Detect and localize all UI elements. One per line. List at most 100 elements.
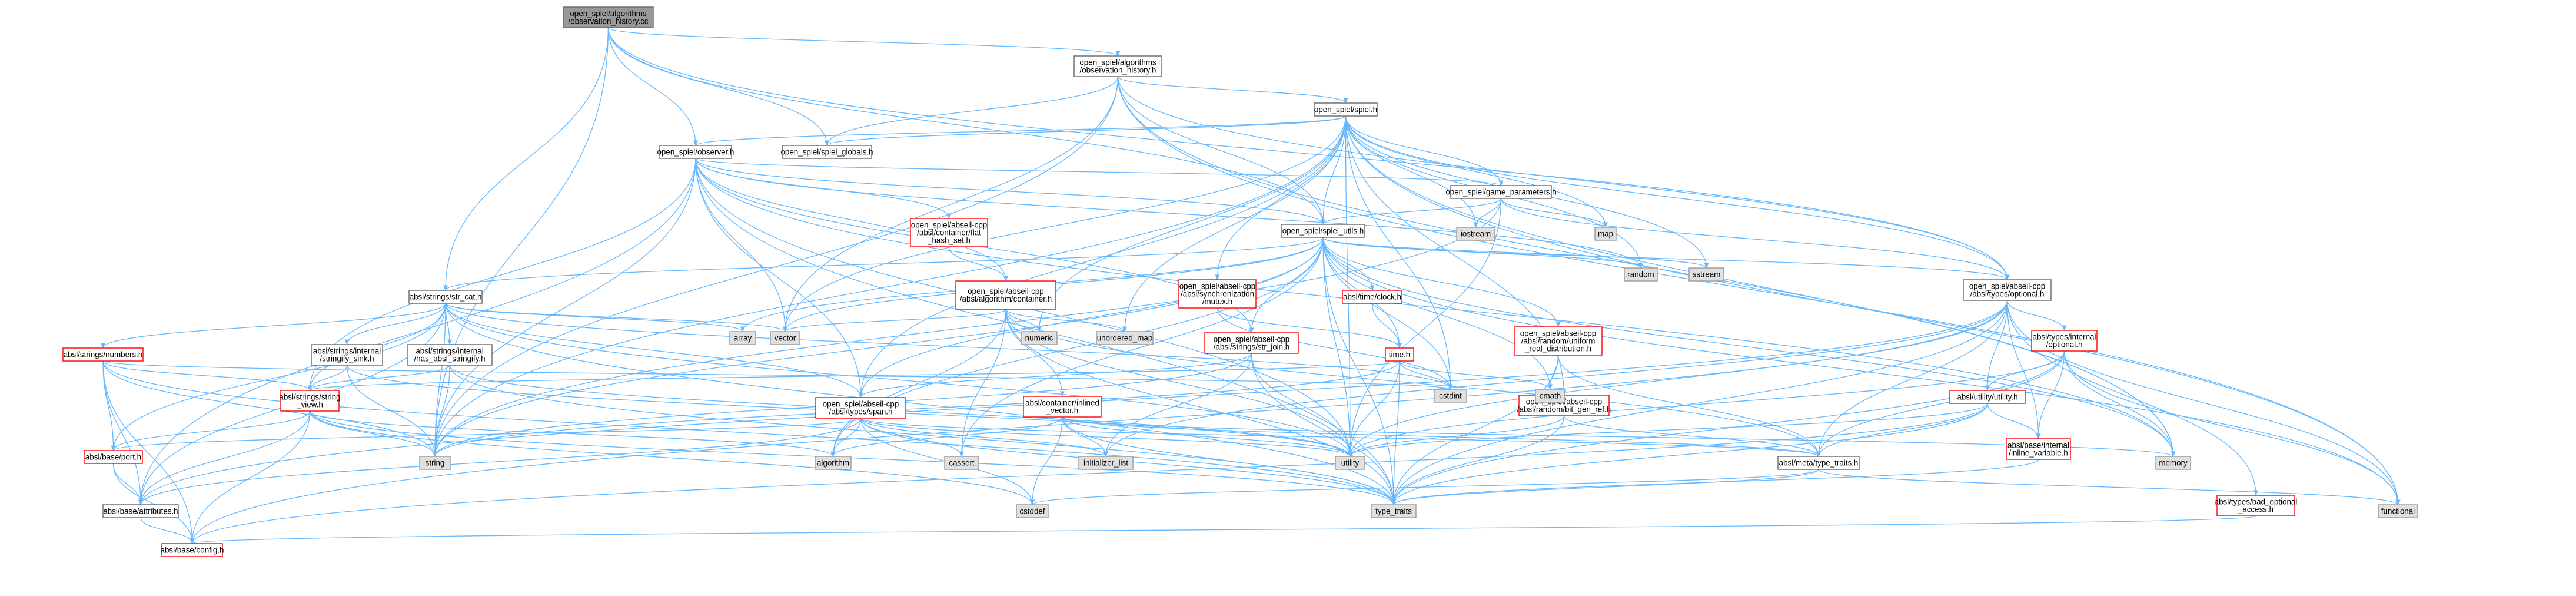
edge-string_view-to-std_algorithm [309, 410, 836, 457]
node-std_array[interactable]: array [729, 331, 756, 345]
node-std_algorithm[interactable]: algorithm [815, 456, 852, 470]
edge-oh_h-to-std_functional [1117, 76, 2401, 505]
node-algo_container[interactable]: open_spiel/abseil-cpp/absl/algorithm/con… [955, 280, 1056, 310]
node-types_internal_optional[interactable]: absl/types/internal/optional.h [2031, 330, 2098, 352]
node-box-inline_variable [2006, 438, 2071, 460]
node-span_h[interactable]: open_spiel/abseil-cpp/absl/types/span.h [815, 397, 906, 419]
node-oh_h[interactable]: open_spiel/algorithms/observation_histor… [1073, 55, 1162, 77]
node-std_utility[interactable]: utility [1335, 456, 1365, 470]
node-absl_optional[interactable]: open_spiel/abseil-cpp/absl/types/optiona… [1963, 279, 2052, 301]
edge-str_cat-to-std_type_traits [445, 303, 1396, 505]
edge-oh_cc-to-observer_h [607, 27, 698, 146]
node-label-std_cstdint-line0: cstdint [1439, 392, 1462, 400]
node-observer_h[interactable]: open_spiel/observer.h [657, 145, 734, 159]
node-label-inlined_vector-line1: _vector.h [1046, 406, 1078, 415]
edge-absl_optional-to-utility_h [1985, 300, 2008, 391]
edge-utility_h-to-config_h [190, 403, 1988, 544]
edge-spiel_h-to-std_vector [783, 115, 1347, 332]
node-config_h[interactable]: absl/base/config.h [161, 543, 224, 557]
edge-sync_mutex-to-time_h [1216, 307, 1402, 349]
node-stringify_sink[interactable]: absl/strings/internal/stringify_sink.h [311, 344, 383, 366]
node-bad_optional_access[interactable]: absl/types/bad_optional_access.h [2215, 495, 2298, 516]
node-std_map[interactable]: map [1594, 227, 1617, 241]
edge-types_internal_optional-to-std_type_traits [1391, 350, 2065, 505]
node-box-utility_h [1949, 390, 2026, 404]
node-std_vector[interactable]: vector [770, 331, 800, 345]
node-label-sync_mutex-line2: /mutex.h [1202, 297, 1232, 306]
node-std_sstream[interactable]: sstream [1688, 267, 1724, 282]
node-string_view[interactable]: absl/strings/string_view.h [279, 390, 341, 412]
node-std_cstddef[interactable]: cstddef [1016, 504, 1049, 518]
edge-absl_optional-to-bad_optional_access [2006, 300, 2258, 496]
edge-spiel_h-to-absl_optional [1345, 115, 2010, 280]
node-std_iostream[interactable]: iostream [1456, 227, 1495, 241]
node-label-std_sstream-line0: sstream [1693, 270, 1721, 279]
node-str_cat[interactable]: absl/strings/str_cat.h [408, 290, 483, 304]
node-clock_h[interactable]: absl/time/clock.h [1342, 290, 1402, 304]
node-has_absl_stringify[interactable]: absl/strings/internal/has_absl_stringify… [407, 344, 493, 366]
node-std_initializer_list[interactable]: initializer_list [1078, 456, 1134, 470]
node-std_string[interactable]: string [419, 456, 451, 470]
edge-utility_h-to-std_type_traits [1391, 403, 1988, 505]
node-label-inline_variable-line1: /inline_variable.h [2009, 449, 2068, 458]
node-box-bad_optional_access [2216, 495, 2295, 516]
node-attributes_h[interactable]: absl/base/attributes.h [102, 504, 179, 518]
node-str_join[interactable]: open_spiel/abseil-cpp/absl/strings/str_j… [1204, 332, 1299, 354]
node-numbers_h[interactable]: absl/strings/numbers.h [62, 347, 144, 362]
edge-inlined_vector-to-std_initializer_list [1062, 416, 1108, 457]
edge-observer_h-to-std_memory [695, 158, 2176, 457]
edge-time_h-to-std_cmath [1399, 360, 1553, 390]
node-spiel_globals[interactable]: open_spiel/spiel_globals.h [780, 145, 873, 159]
node-std_numeric[interactable]: numeric [1021, 331, 1058, 345]
node-inline_variable[interactable]: absl/base/internal/inline_variable.h [2006, 438, 2071, 460]
edge-spiel_h-to-std_functional [1345, 115, 2401, 505]
node-label-str_cat-line0: absl/strings/str_cat.h [410, 293, 482, 302]
edge-has_absl_stringify-to-string_view [307, 365, 450, 391]
node-utility_h[interactable]: absl/utility/utility.h [1949, 390, 2026, 404]
node-box-oh_cc [563, 6, 654, 28]
node-oh_cc[interactable]: open_spiel/algorithms/observation_histor… [563, 6, 654, 28]
node-std_random[interactable]: random [1624, 267, 1658, 282]
node-box-std_type_traits [1371, 504, 1417, 518]
node-label-str_join-line1: /absl/strings/str_join.h [1214, 343, 1290, 352]
edge-numbers_h-to-std_string [102, 360, 437, 457]
node-label-absl_optional-line1: /absl/types/optional.h [1970, 290, 2045, 299]
node-box-clock_h [1342, 290, 1402, 304]
edge-spiel_utils-to-uniform_real [1322, 237, 1561, 327]
edge-string_view-to-attributes_h [138, 410, 311, 505]
edge-span_h-to-type_traits_h [860, 418, 1821, 457]
node-std_memory[interactable]: memory [2155, 456, 2191, 470]
edge-spiel_utils-to-str_join [1249, 237, 1324, 333]
node-label-bad_optional_access-line1: _access.h [2238, 505, 2273, 514]
node-std_unordered_map[interactable]: unordered_map [1096, 331, 1154, 345]
node-std_cmath[interactable]: cmath [1535, 389, 1565, 403]
node-time_h[interactable]: time.h [1385, 347, 1414, 362]
node-label-std_iostream-line0: iostream [1461, 230, 1491, 239]
node-label-has_absl_stringify-line1: /has_absl_stringify.h [414, 355, 485, 363]
node-std_functional[interactable]: functional [2378, 504, 2418, 518]
edge-str_join-to-span_h [858, 353, 1252, 398]
node-std_cstdint[interactable]: cstdint [1434, 389, 1467, 403]
edge-algo_container-to-std_numeric [1005, 309, 1042, 332]
node-spiel_utils[interactable]: open_spiel/spiel_utils.h [1281, 224, 1365, 238]
node-flat_hash_set[interactable]: open_spiel/abseil-cpp/absl/container/fla… [910, 218, 988, 247]
node-sync_mutex[interactable]: open_spiel/abseil-cpp/absl/synchronizati… [1178, 279, 1257, 309]
node-label-uniform_real-line2: _real_distribution.h [1524, 345, 1591, 353]
node-game_params[interactable]: open_spiel/game_parameters.h [1445, 185, 1557, 199]
edge-spiel_utils-to-std_memory [1322, 237, 2176, 457]
node-std_type_traits[interactable]: type_traits [1371, 504, 1417, 518]
node-type_traits_h[interactable]: absl/meta/type_traits.h [1777, 456, 1860, 470]
node-uniform_real[interactable]: open_spiel/abseil-cpp/absl/random/unifor… [1514, 326, 1603, 356]
edge-str_cat-to-std_utility [445, 303, 1352, 457]
node-port_h[interactable]: absl/base/port.h [84, 450, 143, 464]
node-spiel_h[interactable]: open_spiel/spiel.h [1314, 102, 1378, 117]
edge-oh_h-to-spiel_globals [825, 76, 1119, 146]
node-std_cassert[interactable]: cassert [944, 456, 979, 470]
node-box-attributes_h [102, 504, 179, 518]
edge-oh_cc-to-spiel_utils [607, 27, 1325, 225]
node-inlined_vector[interactable]: absl/container/inlined_vector.h [1023, 396, 1102, 418]
node-label-std_algorithm-line0: algorithm [817, 459, 849, 468]
node-box-absl_optional [1963, 279, 2052, 301]
edge-str_cat-to-stringify_sink [344, 303, 446, 345]
edge-game_params-to-std_utility [1348, 198, 1502, 457]
